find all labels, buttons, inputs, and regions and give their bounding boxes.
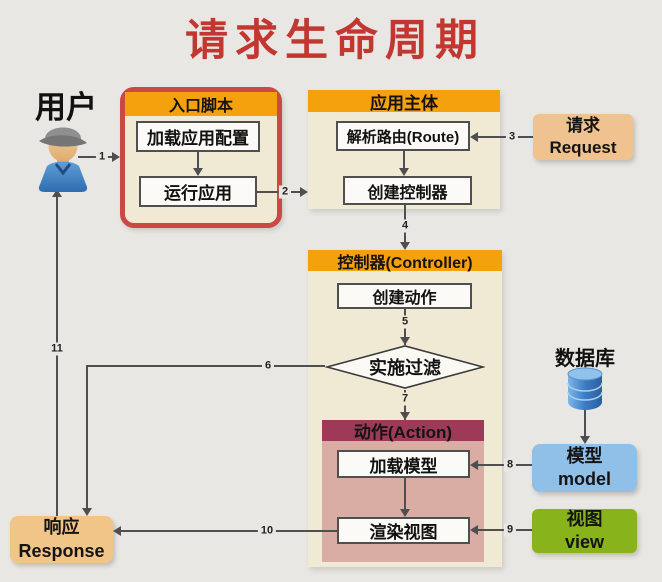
request-label-cn: 请求 <box>566 115 600 135</box>
flow-line <box>197 152 199 169</box>
step-render-view: 渲染视图 <box>337 517 470 544</box>
flow-arrowhead <box>580 436 590 444</box>
flow-arrowhead <box>52 189 62 197</box>
view-box: 视图 view <box>532 509 637 553</box>
flow-arrowhead <box>400 509 410 517</box>
arrow-6-label: 6 <box>261 359 275 373</box>
diagram-title: 请求生命周期 <box>185 17 485 65</box>
view-label-cn: 视图 <box>566 508 603 529</box>
flow-arrowhead <box>400 412 410 420</box>
flow-line <box>87 365 325 367</box>
flow-arrowhead <box>113 526 121 536</box>
action-header: 动作(Action) <box>322 420 484 442</box>
request-label-en: Request <box>549 138 617 157</box>
flow-line <box>257 191 300 193</box>
flow-line <box>584 410 586 436</box>
flow-line <box>404 478 406 509</box>
database-icon <box>567 367 603 410</box>
response-box: 响应 Response <box>10 516 113 563</box>
view-label-en: view <box>564 532 605 552</box>
arrow-8-label: 8 <box>503 458 517 472</box>
step-run-app: 运行应用 <box>139 176 257 207</box>
request-box: 请求 Request <box>533 114 633 160</box>
app-body-header: 应用主体 <box>308 90 500 113</box>
arrow-11-label: 11 <box>48 342 66 356</box>
arrow-7-label: 7 <box>398 392 412 406</box>
flow-line <box>403 151 405 168</box>
flow-line <box>478 136 533 138</box>
filter-diamond-label: 实施过滤 <box>369 358 441 378</box>
flow-line <box>86 365 88 508</box>
step-create-controller: 创建控制器 <box>343 176 472 205</box>
arrow-4-label: 4 <box>398 219 412 233</box>
flow-arrowhead <box>82 508 92 516</box>
model-box: 模型 model <box>532 444 637 492</box>
controller-header: 控制器(Controller) <box>308 250 502 272</box>
flow-arrowhead <box>300 187 308 197</box>
flow-arrowhead <box>400 242 410 250</box>
flow-arrowhead <box>399 168 409 176</box>
flow-arrowhead <box>400 337 410 345</box>
arrow-1-label: 1 <box>95 150 109 164</box>
arrow-2-label: 2 <box>278 185 292 199</box>
user-label: 用户 <box>35 90 97 125</box>
user-avatar-icon <box>38 127 88 192</box>
arrow-5-label: 5 <box>398 315 412 329</box>
entry-script-header: 入口脚本 <box>125 92 277 116</box>
response-label-en: Response <box>18 540 105 561</box>
flow-line <box>121 530 338 532</box>
flow-arrowhead <box>470 132 478 142</box>
step-load-model: 加载模型 <box>337 450 470 478</box>
flow-line <box>78 156 112 158</box>
arrow-10-label: 10 <box>257 524 277 538</box>
model-label-en: model <box>557 469 611 489</box>
database-label: 数据库 <box>555 348 615 370</box>
response-label-cn: 响应 <box>43 517 80 538</box>
flow-arrowhead <box>470 525 478 535</box>
filter-diamond <box>325 345 485 389</box>
step-load-config: 加载应用配置 <box>136 121 260 152</box>
arrow-9-label: 9 <box>503 523 517 537</box>
flow-arrowhead <box>470 460 478 470</box>
flow-arrowhead <box>193 168 203 176</box>
flow-line <box>56 196 58 516</box>
flow-arrowhead <box>112 152 120 162</box>
model-label-cn: 模型 <box>566 445 603 466</box>
step-parse-route: 解析路由(Route) <box>336 121 470 151</box>
arrow-3-label: 3 <box>505 130 519 144</box>
step-create-action: 创建动作 <box>337 283 472 309</box>
